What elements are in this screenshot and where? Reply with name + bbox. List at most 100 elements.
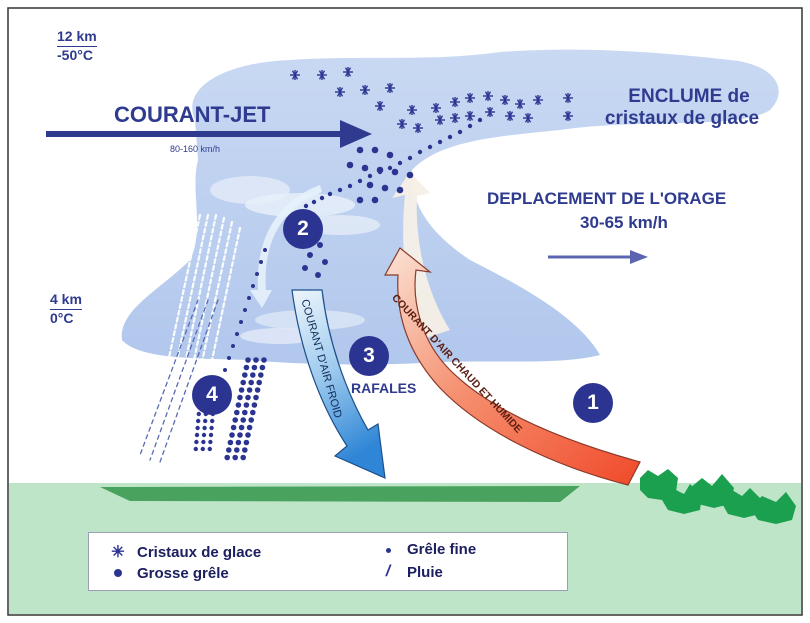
legend-rain: / Pluie: [377, 563, 443, 581]
anvil-label: ENCLUME de cristaux de glace: [604, 86, 774, 130]
small-hail: [196, 411, 201, 417]
large-hail: [366, 181, 374, 189]
ice-crystal: [375, 101, 385, 111]
ice-crystal: [465, 93, 475, 103]
large-hail: [230, 424, 237, 431]
large-hail: [235, 402, 242, 408]
small-hail: [208, 439, 213, 445]
small-hail: [201, 432, 207, 438]
large-hail: [258, 372, 264, 378]
large-hail: [371, 146, 379, 154]
ice-crystal: [343, 67, 353, 77]
rain-shaft-ground: [100, 486, 580, 502]
small-hail: [208, 432, 214, 438]
large-hail: [356, 146, 364, 154]
jet-stream-speed: 80-160 km/h: [170, 144, 221, 154]
small-hail: [303, 203, 309, 209]
large-hail: [322, 259, 328, 265]
large-hail: [406, 171, 414, 179]
ice-crystal: [413, 123, 423, 133]
small-hail: [259, 260, 263, 264]
badge-4: 4: [192, 375, 232, 415]
large-hail: [238, 424, 245, 431]
small-hail: [201, 439, 206, 445]
small-hail: [447, 134, 453, 140]
large-hail: [248, 379, 254, 386]
large-hail: [376, 166, 384, 174]
altitude-high-temp: -50°C: [57, 47, 93, 63]
small-hail: [467, 123, 473, 129]
badge-3: 3: [349, 336, 389, 376]
large-hail: [238, 387, 245, 393]
small-hail: [207, 446, 212, 452]
small-hail: [227, 356, 231, 360]
ice-crystal: [563, 93, 573, 103]
small-hail: [397, 160, 403, 166]
large-hail: [251, 364, 258, 371]
small-hail: [235, 332, 239, 336]
small-hail: [457, 129, 463, 135]
large-hail: [245, 394, 251, 401]
large-hail: [229, 432, 235, 438]
small-hail: [195, 425, 200, 431]
ice-crystal: [515, 99, 525, 109]
ice-crystal: [500, 95, 510, 105]
legend-large-hail-text: Grosse grêle: [137, 564, 229, 582]
vegetation: [640, 469, 796, 524]
small-hail: [223, 368, 227, 372]
large-hail: [261, 357, 267, 363]
large-hail: [253, 357, 259, 363]
ice-crystal: [505, 111, 515, 121]
small-hail: [194, 439, 199, 445]
small-hail: [239, 320, 243, 324]
ice-crystal: [533, 95, 543, 105]
ice-crystal: [450, 97, 460, 107]
large-hail: [227, 439, 234, 446]
large-hail: [226, 447, 232, 453]
large-hail: [234, 447, 240, 453]
large-hail: [371, 196, 379, 204]
large-hail: [391, 168, 399, 176]
small-hail: [202, 425, 207, 431]
ice-crystal: [563, 111, 573, 121]
large-hail: [232, 454, 238, 461]
anvil-line2: cristaux de glace: [604, 108, 760, 129]
large-hail: [307, 252, 313, 258]
small-hail: [263, 248, 267, 252]
large-hail: [250, 372, 256, 378]
altitude-mid-label: 4 km 0°C: [50, 291, 82, 327]
small-hail: [243, 308, 247, 312]
large-hail: [240, 417, 246, 423]
altitude-high-label: 12 km -50°C: [57, 28, 97, 64]
large-hail: [253, 394, 259, 401]
gusts-label: RAFALES: [351, 380, 417, 396]
large-hail: [315, 272, 321, 278]
ice-crystal: [435, 115, 445, 125]
large-hail: [243, 364, 250, 371]
small-hail: [437, 139, 443, 145]
ice-crystal-icon: ✳: [111, 544, 125, 561]
badge-2: 2: [283, 209, 323, 249]
large-hail: [246, 387, 253, 393]
ice-crystal: [360, 85, 370, 95]
warm-updraft-arrow: [383, 247, 641, 486]
anvil-line1: ENCLUME de: [628, 86, 750, 107]
large-hail: [256, 379, 263, 386]
legend-ice-crystals: ✳ Cristaux de glace: [107, 542, 261, 562]
large-hail: [254, 387, 261, 393]
large-hail: [242, 447, 248, 453]
large-hail: [242, 409, 248, 416]
ice-crystal: [523, 113, 533, 123]
small-hail: [367, 173, 373, 179]
small-hail: [417, 149, 423, 155]
large-hail: [259, 364, 266, 371]
ice-crystal: [317, 70, 327, 80]
large-hail-icon: [107, 564, 129, 582]
legend-ice-crystals-text: Cristaux de glace: [137, 543, 262, 561]
large-hail: [242, 372, 248, 378]
small-hail: [231, 344, 235, 348]
large-hail: [243, 439, 250, 446]
legend-small-hail: Grêle fine: [377, 540, 476, 558]
